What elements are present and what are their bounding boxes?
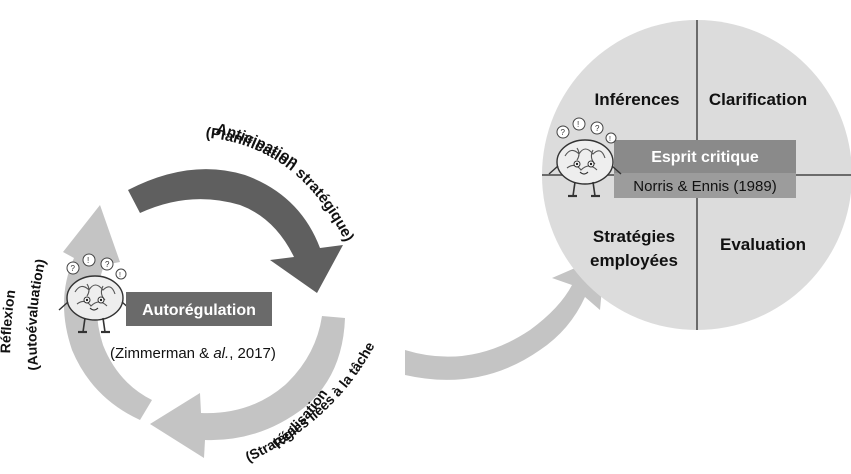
quadrant-inferences: Inférences	[594, 90, 679, 109]
norris-ennis-citation: Norris & Ennis (1989)	[633, 178, 776, 195]
esprit-critique-header	[614, 140, 796, 173]
connecting-arrow	[405, 255, 605, 380]
reflexion-subtitle: (Autoévaluation)	[23, 257, 48, 371]
quadrant-strategies-line2: employées	[590, 251, 678, 270]
quadrant-strategies-line1: Stratégies	[593, 227, 675, 246]
anticipation-arrow	[128, 169, 343, 293]
reflexion-title: Réflexion	[0, 289, 18, 354]
autoregulation-box	[126, 292, 272, 326]
quadrant-evaluation: Evaluation	[720, 235, 806, 254]
autoregulation-label: Autorégulation	[142, 302, 256, 319]
quadrant-clarification: Clarification	[709, 90, 807, 109]
realisation-arrow	[150, 316, 345, 458]
cycle-group: Anticipation (Planification stratégique)…	[0, 120, 378, 464]
zimmerman-citation: (Zimmerman & al., 2017)	[110, 345, 276, 362]
esprit-critique-title: Esprit critique	[651, 149, 759, 166]
critical-thinking-group: Inférences Clarification Stratégies empl…	[542, 20, 851, 330]
